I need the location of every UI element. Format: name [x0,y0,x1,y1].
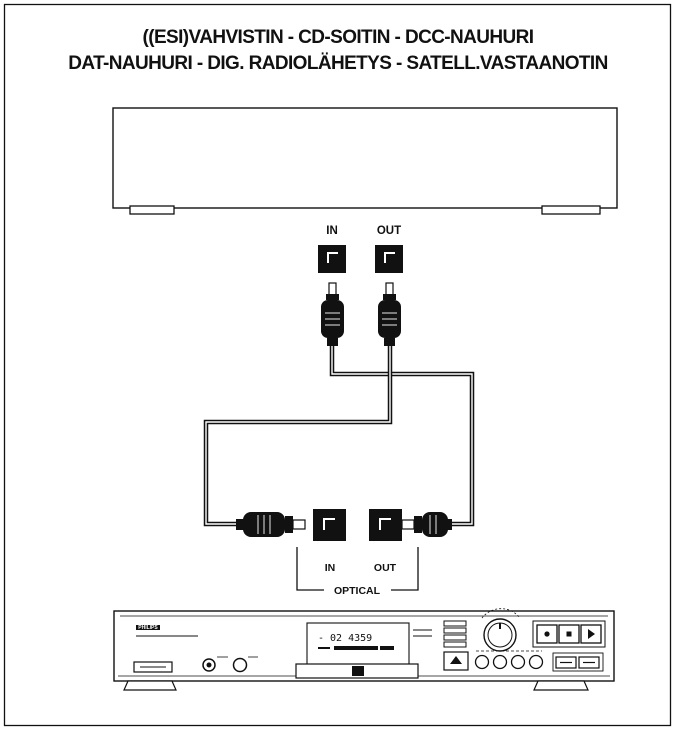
display-readout: - 02 4359 [318,633,372,644]
optical-port-icon [327,252,338,263]
external-device-body [112,107,618,209]
optical-group-label: OPTICAL [334,585,381,597]
optical-bracket [296,547,419,591]
external-in-port-body [318,245,346,273]
brand-text: PHILIPS [138,625,158,631]
play-icon [588,629,595,639]
transport-record-button[interactable] [536,624,558,644]
cable-out-to-in [203,346,393,527]
display-window [306,622,410,669]
recorder-out-port-body [369,509,402,541]
control-button-3[interactable] [510,654,526,670]
external-device-foot-left [129,205,175,215]
eject-icon [450,656,462,664]
external-out-port-body [375,245,403,273]
outer-frame [3,3,672,727]
external-in-label: IN [326,225,338,237]
recorder-in-label: IN [325,562,336,574]
optical-port-icon [323,518,335,530]
skip-forward-button[interactable] [578,656,600,669]
control-button-2[interactable] [492,654,508,670]
record-icon [544,631,550,637]
external-device-foot-right [541,205,601,215]
stop-icon [566,631,572,637]
external-device [112,107,618,215]
recorder-out-label: OUT [374,562,397,574]
plug-recorder-in [236,512,306,537]
transport-stop-button[interactable] [558,624,580,644]
cable-in-to-out [329,346,475,527]
plug-external-out [378,282,401,346]
control-button-1[interactable] [474,654,490,670]
recorder-in-port-body [313,509,346,541]
brand-logo [136,625,160,630]
title-line-2: DAT-NAUHURI - DIG. RADIOLÄHETYS - SATELL… [68,53,607,74]
skip-back-button[interactable] [555,656,577,669]
eject-button[interactable] [443,651,469,671]
external-out-port[interactable] [375,245,403,273]
optical-port-icon [379,518,391,530]
external-out-label: OUT [377,225,401,237]
plug-external-in [321,282,344,346]
control-button-4[interactable] [528,654,544,670]
title-line-1: ((ESI)VAHVISTIN - CD-SOITIN - DCC-NAUHUR… [143,27,534,48]
transport-play-button[interactable] [580,624,602,644]
recorder-in-port[interactable] [313,509,346,541]
level-knob[interactable] [232,657,248,673]
optical-port-icon [384,252,395,263]
recorder-foot-right [533,680,589,691]
plug-recorder-out [401,512,452,537]
recorder-out-port[interactable] [369,509,402,541]
recorder-foot-left [123,680,177,691]
volume-knob[interactable] [481,608,521,652]
external-in-port[interactable] [318,245,346,273]
recorder-device: PHILIPS - 02 4359 [113,608,615,691]
